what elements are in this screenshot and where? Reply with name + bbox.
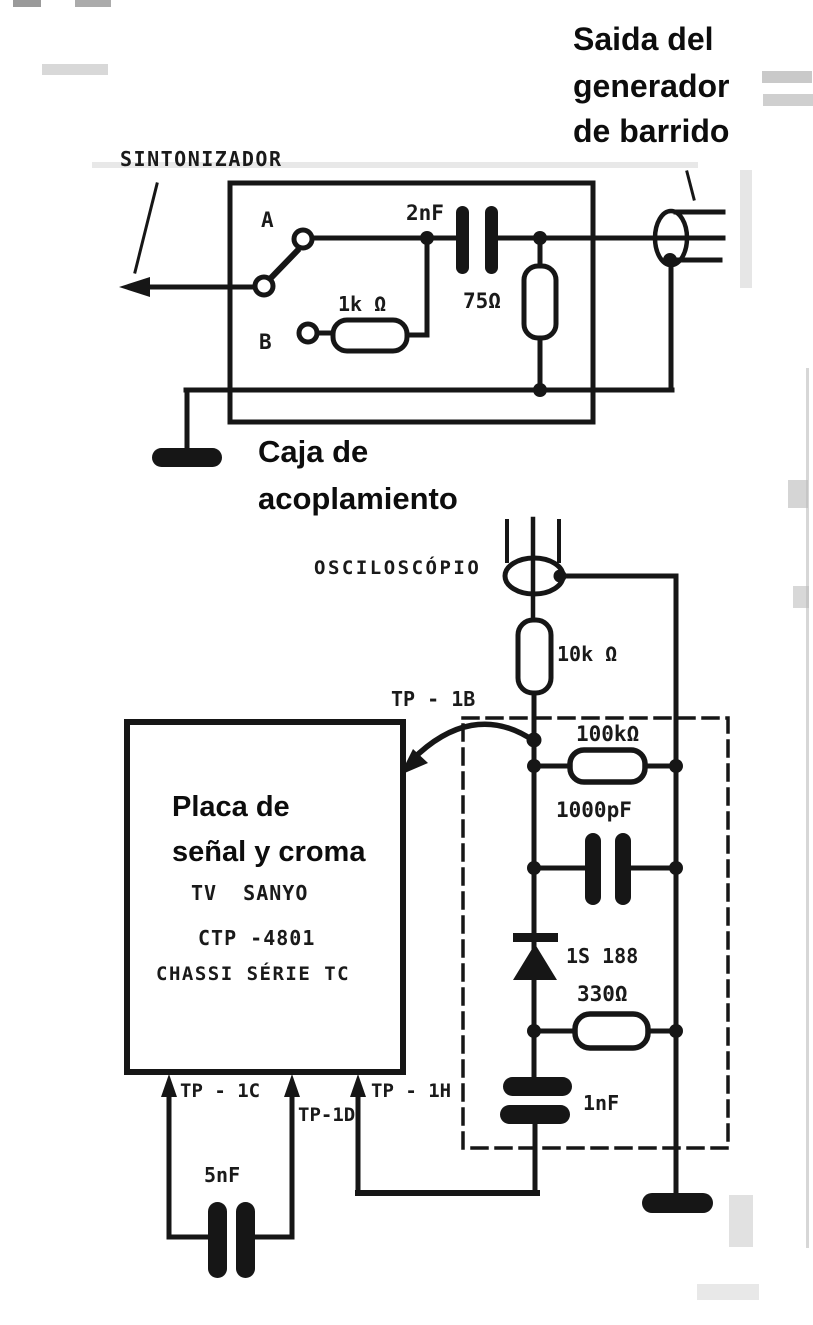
board-model-line3: CHASSI SÉRIE TC — [156, 963, 351, 985]
tuner-arrowhead — [119, 277, 150, 297]
tp1d-label: TP-1D — [298, 1104, 356, 1126]
resistor-330-body — [572, 1011, 651, 1051]
coupling-box-label-line2: acoplamiento — [258, 481, 458, 516]
ground-symbol-left — [152, 448, 222, 467]
switch-blade — [263, 246, 302, 286]
switch-contact-a — [291, 227, 315, 251]
tp1b-arrowhead — [400, 749, 428, 775]
generator-leader-line — [685, 170, 696, 201]
tp1h-arrowhead — [350, 1074, 366, 1097]
probe-network-dashed-box — [461, 716, 730, 1150]
resistor-100k-body — [567, 747, 648, 785]
cap-5nf-label: 5nF — [204, 1163, 241, 1187]
generator-output-label-line1: Saida del — [573, 21, 714, 57]
switch-pivot-contact — [252, 274, 276, 298]
diode-triangle — [513, 944, 557, 980]
cap-5nf-plate — [208, 1202, 227, 1278]
board-title-line2: señal y croma — [172, 836, 366, 868]
tp1b-curved-arrow — [408, 721, 538, 764]
tp1c-arrowhead — [161, 1074, 177, 1097]
board-outline — [124, 719, 406, 1075]
generator-output-label-line3: de barrido — [573, 113, 730, 149]
cap-1000pf-label: 1000pF — [556, 798, 632, 822]
wire-branch-1k — [404, 235, 430, 338]
ground-symbol-right — [642, 1193, 713, 1213]
res-10k-label: 10k Ω — [557, 642, 618, 666]
res-100k-label: 100kΩ — [576, 722, 640, 746]
diode-cathode-bar — [513, 933, 558, 942]
diode-label: 1S 188 — [566, 944, 639, 968]
generator-output-label-line2: generador — [573, 68, 730, 104]
oscilloscope-label: OSCILOSCÓPIO — [314, 557, 482, 579]
tuner-label: SINTONIZADOR — [120, 147, 283, 171]
cap-1000pf-plate — [585, 833, 601, 905]
junction-dot — [527, 759, 541, 773]
cap-5nf-plate — [236, 1202, 255, 1278]
resistor-75-body — [521, 263, 559, 341]
cap-2nf-plate — [485, 206, 498, 274]
cap-1nf-plate — [500, 1105, 570, 1124]
junction-dot — [669, 861, 683, 875]
junction-dot — [669, 759, 683, 773]
tp1h-label: TP - 1H — [371, 1080, 452, 1102]
resistor-10k-body — [515, 617, 554, 696]
junction-dot — [527, 1024, 541, 1038]
switch-label-a: A — [261, 208, 274, 232]
tp1d-arrowhead — [284, 1074, 300, 1097]
cap-1000pf-plate — [615, 833, 631, 905]
junction-dot — [420, 231, 434, 245]
tp1b-label: TP - 1B — [391, 687, 476, 711]
board-model-line1: TV SANYO — [191, 881, 309, 905]
cap-1nf-plate — [503, 1077, 572, 1096]
res-1k-label: 1k Ω — [338, 292, 387, 316]
coupling-box-label-line1: Caja de — [258, 434, 369, 469]
res-330-label: 330Ω — [577, 982, 628, 1006]
board-model-line2: CTP -4801 — [198, 926, 316, 950]
cap-1nf-label: 1nF — [583, 1091, 620, 1115]
junction-dot — [527, 861, 541, 875]
tuner-leader-line — [133, 182, 159, 274]
coupling-box-outline — [227, 180, 596, 425]
junction-dot — [669, 1024, 683, 1038]
junction-dot — [533, 383, 547, 397]
switch-label-b: B — [259, 330, 272, 354]
resistor-1k-body — [330, 317, 410, 354]
switch-contact-b — [296, 321, 320, 345]
board-title-line1: Placa de — [172, 791, 290, 823]
res-75-label: 75Ω — [463, 289, 501, 313]
cap-2nf-plate — [456, 206, 469, 274]
cap-2nf-label: 2nF — [406, 201, 444, 225]
tp1c-label: TP - 1C — [180, 1080, 261, 1102]
